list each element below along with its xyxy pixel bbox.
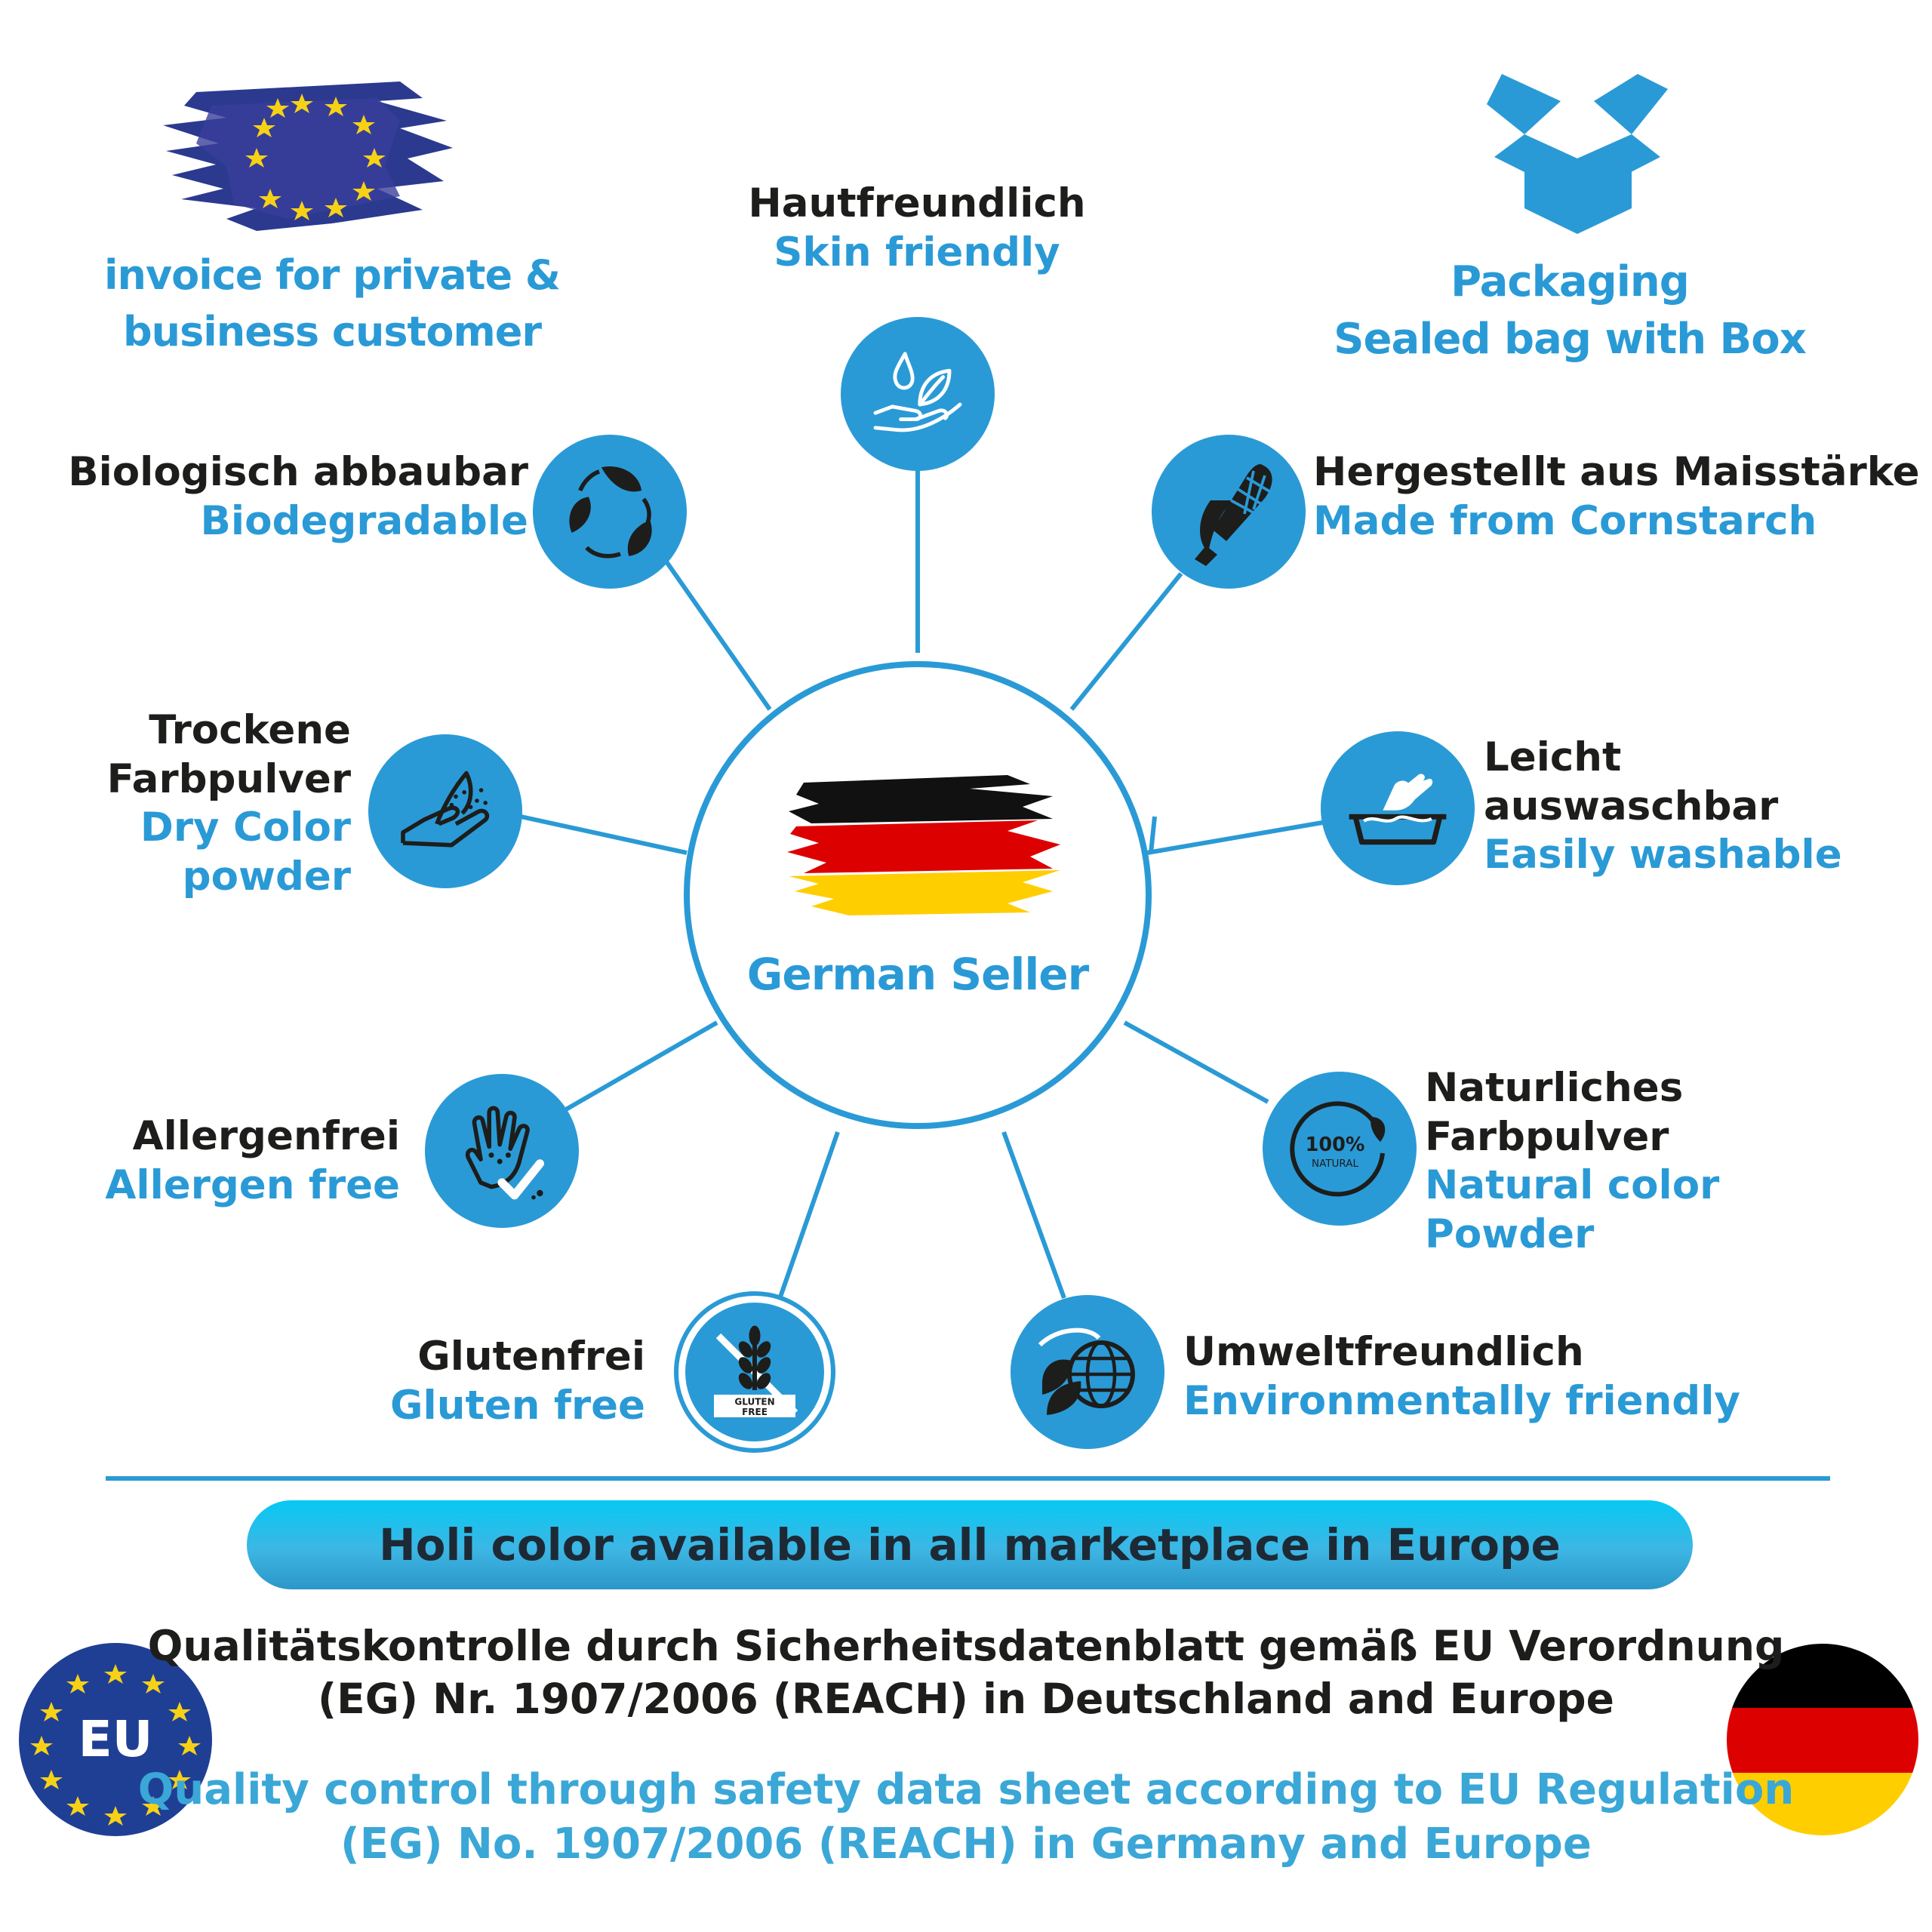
feature-bio-en: Biodegradable bbox=[200, 497, 528, 544]
footer-en-line1: Quality control through safety data shee… bbox=[137, 1765, 1795, 1814]
section-divider bbox=[106, 1476, 1830, 1481]
feature-allergen: Allergenfrei Allergen free bbox=[45, 1112, 400, 1210]
gluten-free-icon: GLUTEN FREE bbox=[714, 1325, 798, 1417]
german-flag-brush-icon bbox=[787, 775, 1060, 915]
footer-en: Quality control through safety data shee… bbox=[0, 1763, 1932, 1871]
feature-dry-en2: powder bbox=[182, 853, 351, 900]
eu-circle-icon: EU bbox=[19, 1643, 212, 1836]
svg-text:NATURAL: NATURAL bbox=[1312, 1158, 1358, 1170]
svg-text:GLUTEN: GLUTEN bbox=[734, 1397, 774, 1407]
feature-dry-de1: Trockene bbox=[149, 707, 351, 753]
invoice-line1: invoice for private & bbox=[104, 251, 561, 299]
feature-natural-en2: Powder bbox=[1425, 1211, 1595, 1257]
svg-text:100%: 100% bbox=[1306, 1134, 1365, 1156]
feature-wash-de1: Leicht bbox=[1484, 734, 1622, 780]
feature-dry-de2: Farbpulver bbox=[106, 755, 351, 802]
feature-wash-de2: auswaschbar bbox=[1484, 783, 1779, 829]
hand-washing-basin-icon bbox=[1349, 774, 1447, 845]
eu-flag-brush-icon bbox=[163, 82, 453, 231]
feature-skin-de: Hautfreundlich bbox=[748, 180, 1086, 226]
footer-de-line2: (EG) Nr. 1907/2006 (REACH) in Deutschlan… bbox=[318, 1675, 1614, 1724]
center-label: German Seller bbox=[746, 949, 1089, 1000]
packaging-line1: Packaging bbox=[1451, 257, 1690, 306]
feature-eco: Umweltfreundlich Environmentally friendl… bbox=[1183, 1328, 1787, 1426]
feature-wash-en: Easily washable bbox=[1484, 832, 1842, 878]
feature-skin: Hautfreundlich Skin friendly bbox=[679, 180, 1155, 277]
feature-eco-de: Umweltfreundlich bbox=[1183, 1329, 1584, 1375]
skin-circle bbox=[841, 317, 995, 471]
feature-corn: Hergestellt aus Maisstärke Made from Cor… bbox=[1313, 448, 1920, 546]
feature-eco-en: Environmentally friendly bbox=[1183, 1377, 1740, 1424]
svg-text:EU: EU bbox=[78, 1710, 153, 1768]
feature-skin-en: Skin friendly bbox=[774, 229, 1060, 275]
footer-de-line1: Qualitätskontrolle durch Sicherheitsdate… bbox=[147, 1622, 1785, 1670]
packaging-line2: Sealed bag with Box bbox=[1334, 315, 1807, 365]
feature-wash: Leicht auswaschbar Easily washable bbox=[1484, 734, 1906, 880]
feature-corn-en: Made from Cornstarch bbox=[1313, 497, 1817, 544]
feature-bio: Biologisch abbaubar Biodegradable bbox=[45, 448, 528, 546]
recycle-leaves-icon bbox=[569, 466, 652, 558]
feature-natural-de2: Farbpulver bbox=[1425, 1113, 1669, 1160]
feature-allergen-de: Allergenfrei bbox=[132, 1113, 400, 1159]
footer-de: Qualitätskontrolle durch Sicherheitsdate… bbox=[0, 1620, 1932, 1726]
svg-text:FREE: FREE bbox=[742, 1407, 768, 1417]
feature-dry-en1: Dry Color bbox=[140, 804, 351, 851]
globe-leaf-icon bbox=[1038, 1327, 1135, 1415]
invoice-line2: business customer bbox=[123, 307, 542, 355]
availability-banner-text: Holi color available in all marketplace … bbox=[379, 1519, 1561, 1571]
availability-banner: Holi color available in all marketplace … bbox=[247, 1500, 1693, 1589]
packaging-label: Packaging Sealed bag with Box bbox=[1298, 254, 1841, 368]
corn-icon bbox=[1195, 464, 1272, 566]
feature-allergen-en: Allergen free bbox=[105, 1161, 400, 1208]
hand-drop-leaf-icon bbox=[873, 352, 962, 432]
feature-gluten-de: Glutenfrei bbox=[417, 1334, 645, 1380]
natural-circle bbox=[1263, 1072, 1417, 1226]
feature-natural-de1: Naturliches bbox=[1425, 1065, 1684, 1111]
natural-100-icon: 100% NATURAL bbox=[1290, 1101, 1386, 1197]
allergen-circle bbox=[425, 1074, 579, 1228]
feature-natural-en1: Natural color bbox=[1425, 1162, 1720, 1209]
feature-natural: Naturliches Farbpulver Natural color Pow… bbox=[1425, 1064, 1878, 1260]
open-box-icon bbox=[1487, 74, 1668, 234]
feature-corn-de: Hergestellt aus Maisstärke bbox=[1313, 449, 1920, 495]
hand-checkmark-icon bbox=[465, 1106, 544, 1200]
hand-powder-icon bbox=[401, 771, 490, 848]
invoice-label: invoice for private & business customer bbox=[91, 248, 574, 360]
germany-circle-flag-icon bbox=[1727, 1644, 1918, 1835]
feature-dry: Trockene Farbpulver Dry Color powder bbox=[45, 706, 351, 902]
feature-gluten-en: Gluten free bbox=[390, 1382, 645, 1429]
feature-bio-de: Biologisch abbaubar bbox=[68, 449, 528, 495]
feature-gluten: Glutenfrei Gluten free bbox=[302, 1333, 645, 1430]
bio-circle bbox=[533, 435, 687, 589]
footer-en-line2: (EG) No. 1907/2006 (REACH) in Germany an… bbox=[340, 1819, 1592, 1869]
